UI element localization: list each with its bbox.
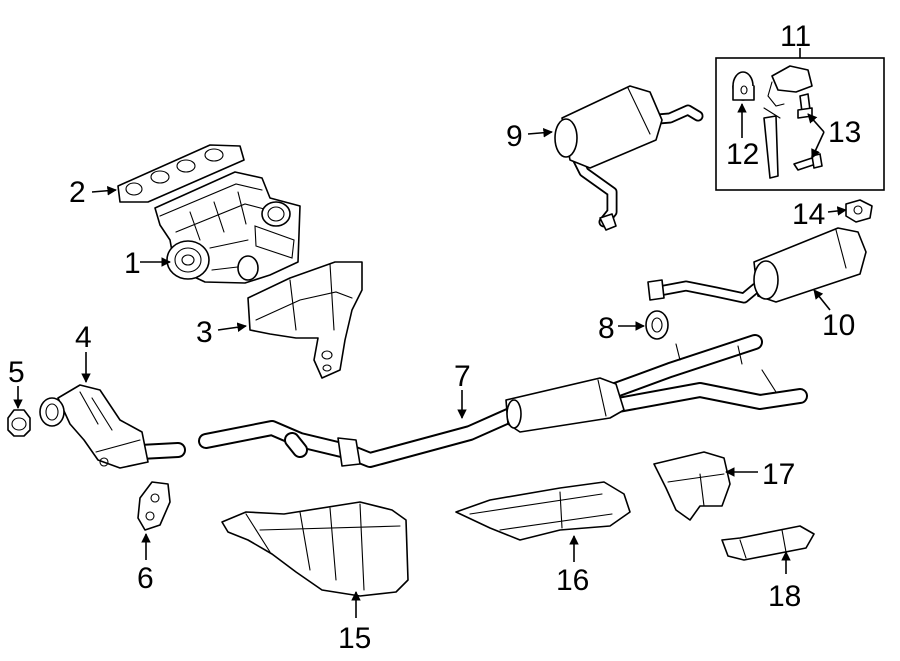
callout-labels: 2 1 3 4 5 6 7 8 9 10 11 12 13 14 15 16 1… bbox=[8, 20, 861, 655]
callout-14: 14 bbox=[792, 198, 825, 231]
part-14-clamp[interactable] bbox=[845, 199, 873, 223]
callout-8: 8 bbox=[598, 312, 615, 345]
leader-lines bbox=[13, 48, 847, 618]
part-10-muffler[interactable] bbox=[647, 227, 867, 304]
part-6-bracket[interactable] bbox=[137, 481, 171, 531]
part-9-muffler[interactable] bbox=[554, 85, 704, 231]
callout-9: 9 bbox=[506, 120, 523, 153]
part-17-heat-shield[interactable] bbox=[653, 451, 731, 521]
callout-15: 15 bbox=[338, 622, 371, 655]
callout-18: 18 bbox=[768, 580, 801, 613]
part-15-floor-heat-shield[interactable] bbox=[221, 501, 409, 597]
part-18-heat-shield[interactable] bbox=[721, 525, 815, 561]
callout-4: 4 bbox=[75, 321, 92, 354]
part-3-heat-shield[interactable] bbox=[247, 261, 363, 379]
callout-11: 11 bbox=[780, 20, 811, 53]
callout-12: 12 bbox=[726, 138, 759, 171]
part-11-hanger-bracket[interactable] bbox=[763, 65, 813, 179]
part-5-gasket[interactable] bbox=[7, 409, 31, 437]
part-1-exhaust-manifold[interactable] bbox=[154, 171, 301, 284]
callout-3: 3 bbox=[196, 316, 213, 349]
callout-2: 2 bbox=[69, 176, 86, 209]
callout-5: 5 bbox=[8, 356, 25, 389]
part-8-hanger-insulator[interactable] bbox=[645, 310, 669, 340]
callout-17: 17 bbox=[762, 458, 795, 491]
callout-1: 1 bbox=[124, 247, 141, 280]
part-2-manifold-gasket[interactable] bbox=[117, 144, 245, 203]
part-12-insulator[interactable] bbox=[732, 71, 755, 101]
callout-7: 7 bbox=[454, 360, 471, 393]
callout-6: 6 bbox=[137, 562, 154, 595]
part-13-bolt[interactable] bbox=[793, 93, 823, 171]
callout-13: 13 bbox=[828, 116, 861, 149]
part-4-catalytic-converter[interactable] bbox=[39, 384, 186, 469]
part-16-heat-shield[interactable] bbox=[455, 481, 631, 541]
part-7-intermediate-pipe[interactable] bbox=[198, 334, 808, 468]
callout-10: 10 bbox=[822, 309, 855, 342]
callout-16: 16 bbox=[556, 564, 589, 597]
